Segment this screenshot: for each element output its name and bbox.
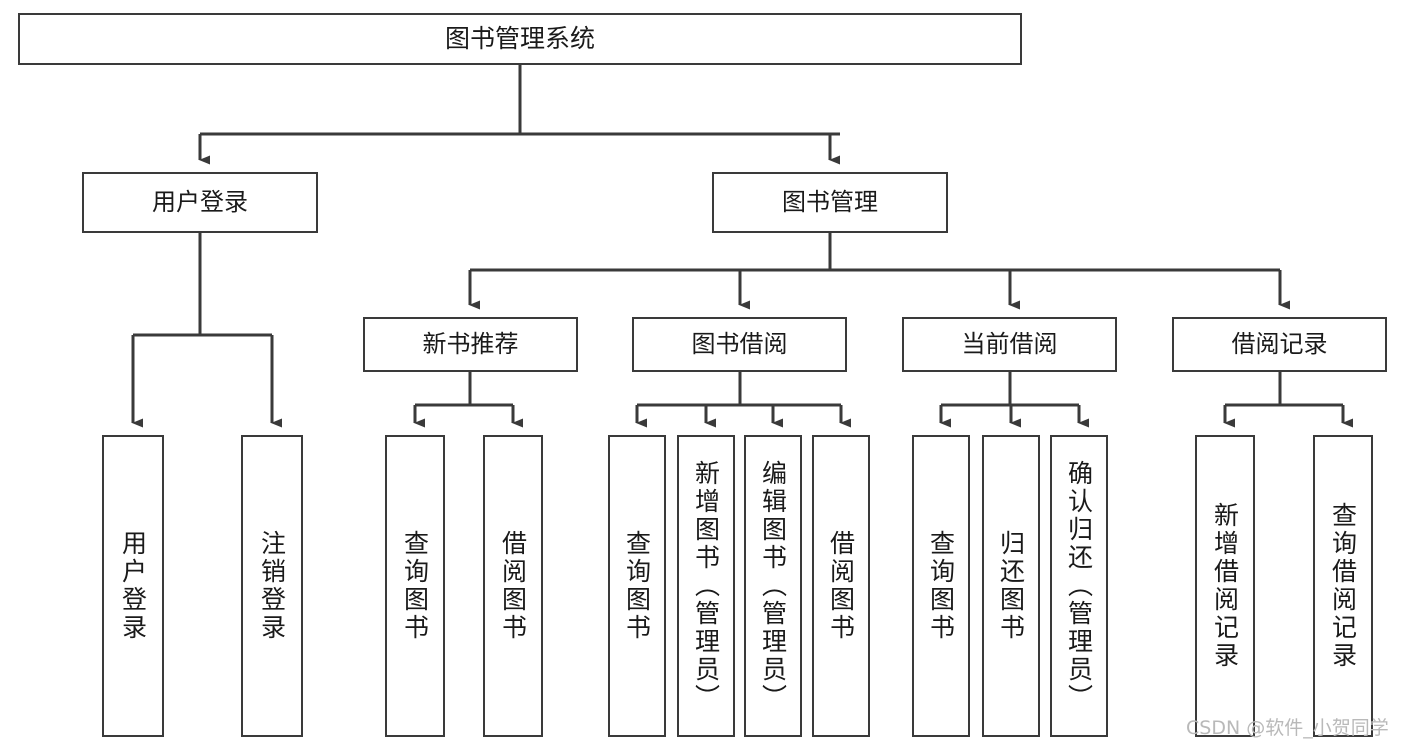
node-leaf-add-book-admin[interactable]: 新增图书（管理员）: [677, 435, 735, 737]
node-branch-current-borrow[interactable]: 当前借阅: [902, 317, 1117, 372]
node-branch-book-borrow-label: 图书借阅: [691, 330, 788, 359]
node-leaf-user-login-label: 用户登录: [118, 530, 148, 642]
node-leaf-query-record[interactable]: 查询借阅记录: [1313, 435, 1373, 737]
node-leaf-query-book-current-label: 查询图书: [926, 530, 956, 642]
node-leaf-logout[interactable]: 注销登录: [241, 435, 303, 737]
node-leaf-borrow-book[interactable]: 借阅图书: [812, 435, 870, 737]
node-branch-user-login[interactable]: 用户登录: [82, 172, 318, 233]
node-leaf-logout-label: 注销登录: [257, 530, 287, 642]
node-branch-borrow-record-label: 借阅记录: [1231, 330, 1328, 359]
node-leaf-user-login[interactable]: 用户登录: [102, 435, 164, 737]
node-leaf-edit-book-admin[interactable]: 编辑图书（管理员）: [744, 435, 802, 737]
node-leaf-return-book[interactable]: 归还图书: [982, 435, 1040, 737]
node-branch-book-manage[interactable]: 图书管理: [712, 172, 948, 233]
node-branch-book-borrow[interactable]: 图书借阅: [632, 317, 847, 372]
node-branch-user-login-label: 用户登录: [152, 188, 248, 217]
node-branch-new-book[interactable]: 新书推荐: [363, 317, 578, 372]
node-branch-book-manage-label: 图书管理: [782, 188, 878, 217]
node-root-system[interactable]: 图书管理系统: [18, 13, 1022, 65]
node-leaf-query-record-label: 查询借阅记录: [1328, 502, 1358, 670]
node-branch-current-borrow-label: 当前借阅: [961, 330, 1058, 359]
node-leaf-query-book-current[interactable]: 查询图书: [912, 435, 970, 737]
node-leaf-confirm-return[interactable]: 确认归还（管理员）: [1050, 435, 1108, 737]
watermark-text: CSDN @软件_小贺同学: [1186, 717, 1389, 739]
node-leaf-confirm-return-label: 确认归还（管理员）: [1064, 460, 1094, 712]
node-leaf-borrow-book-new-label: 借阅图书: [498, 530, 528, 642]
node-leaf-query-book-new[interactable]: 查询图书: [385, 435, 445, 737]
node-root-label: 图书管理系统: [444, 24, 595, 53]
node-leaf-query-book-new-label: 查询图书: [400, 530, 430, 642]
node-branch-borrow-record[interactable]: 借阅记录: [1172, 317, 1387, 372]
node-leaf-edit-book-admin-label: 编辑图书（管理员）: [758, 460, 788, 712]
node-leaf-add-record[interactable]: 新增借阅记录: [1195, 435, 1255, 737]
node-leaf-add-record-label: 新增借阅记录: [1210, 502, 1240, 670]
node-leaf-query-book-borrow[interactable]: 查询图书: [608, 435, 666, 737]
node-leaf-query-book-borrow-label: 查询图书: [622, 530, 652, 642]
node-branch-new-book-label: 新书推荐: [422, 330, 519, 359]
node-leaf-add-book-admin-label: 新增图书（管理员）: [691, 460, 721, 712]
node-leaf-return-book-label: 归还图书: [996, 530, 1026, 642]
node-leaf-borrow-book-label: 借阅图书: [826, 530, 856, 642]
node-leaf-borrow-book-new[interactable]: 借阅图书: [483, 435, 543, 737]
